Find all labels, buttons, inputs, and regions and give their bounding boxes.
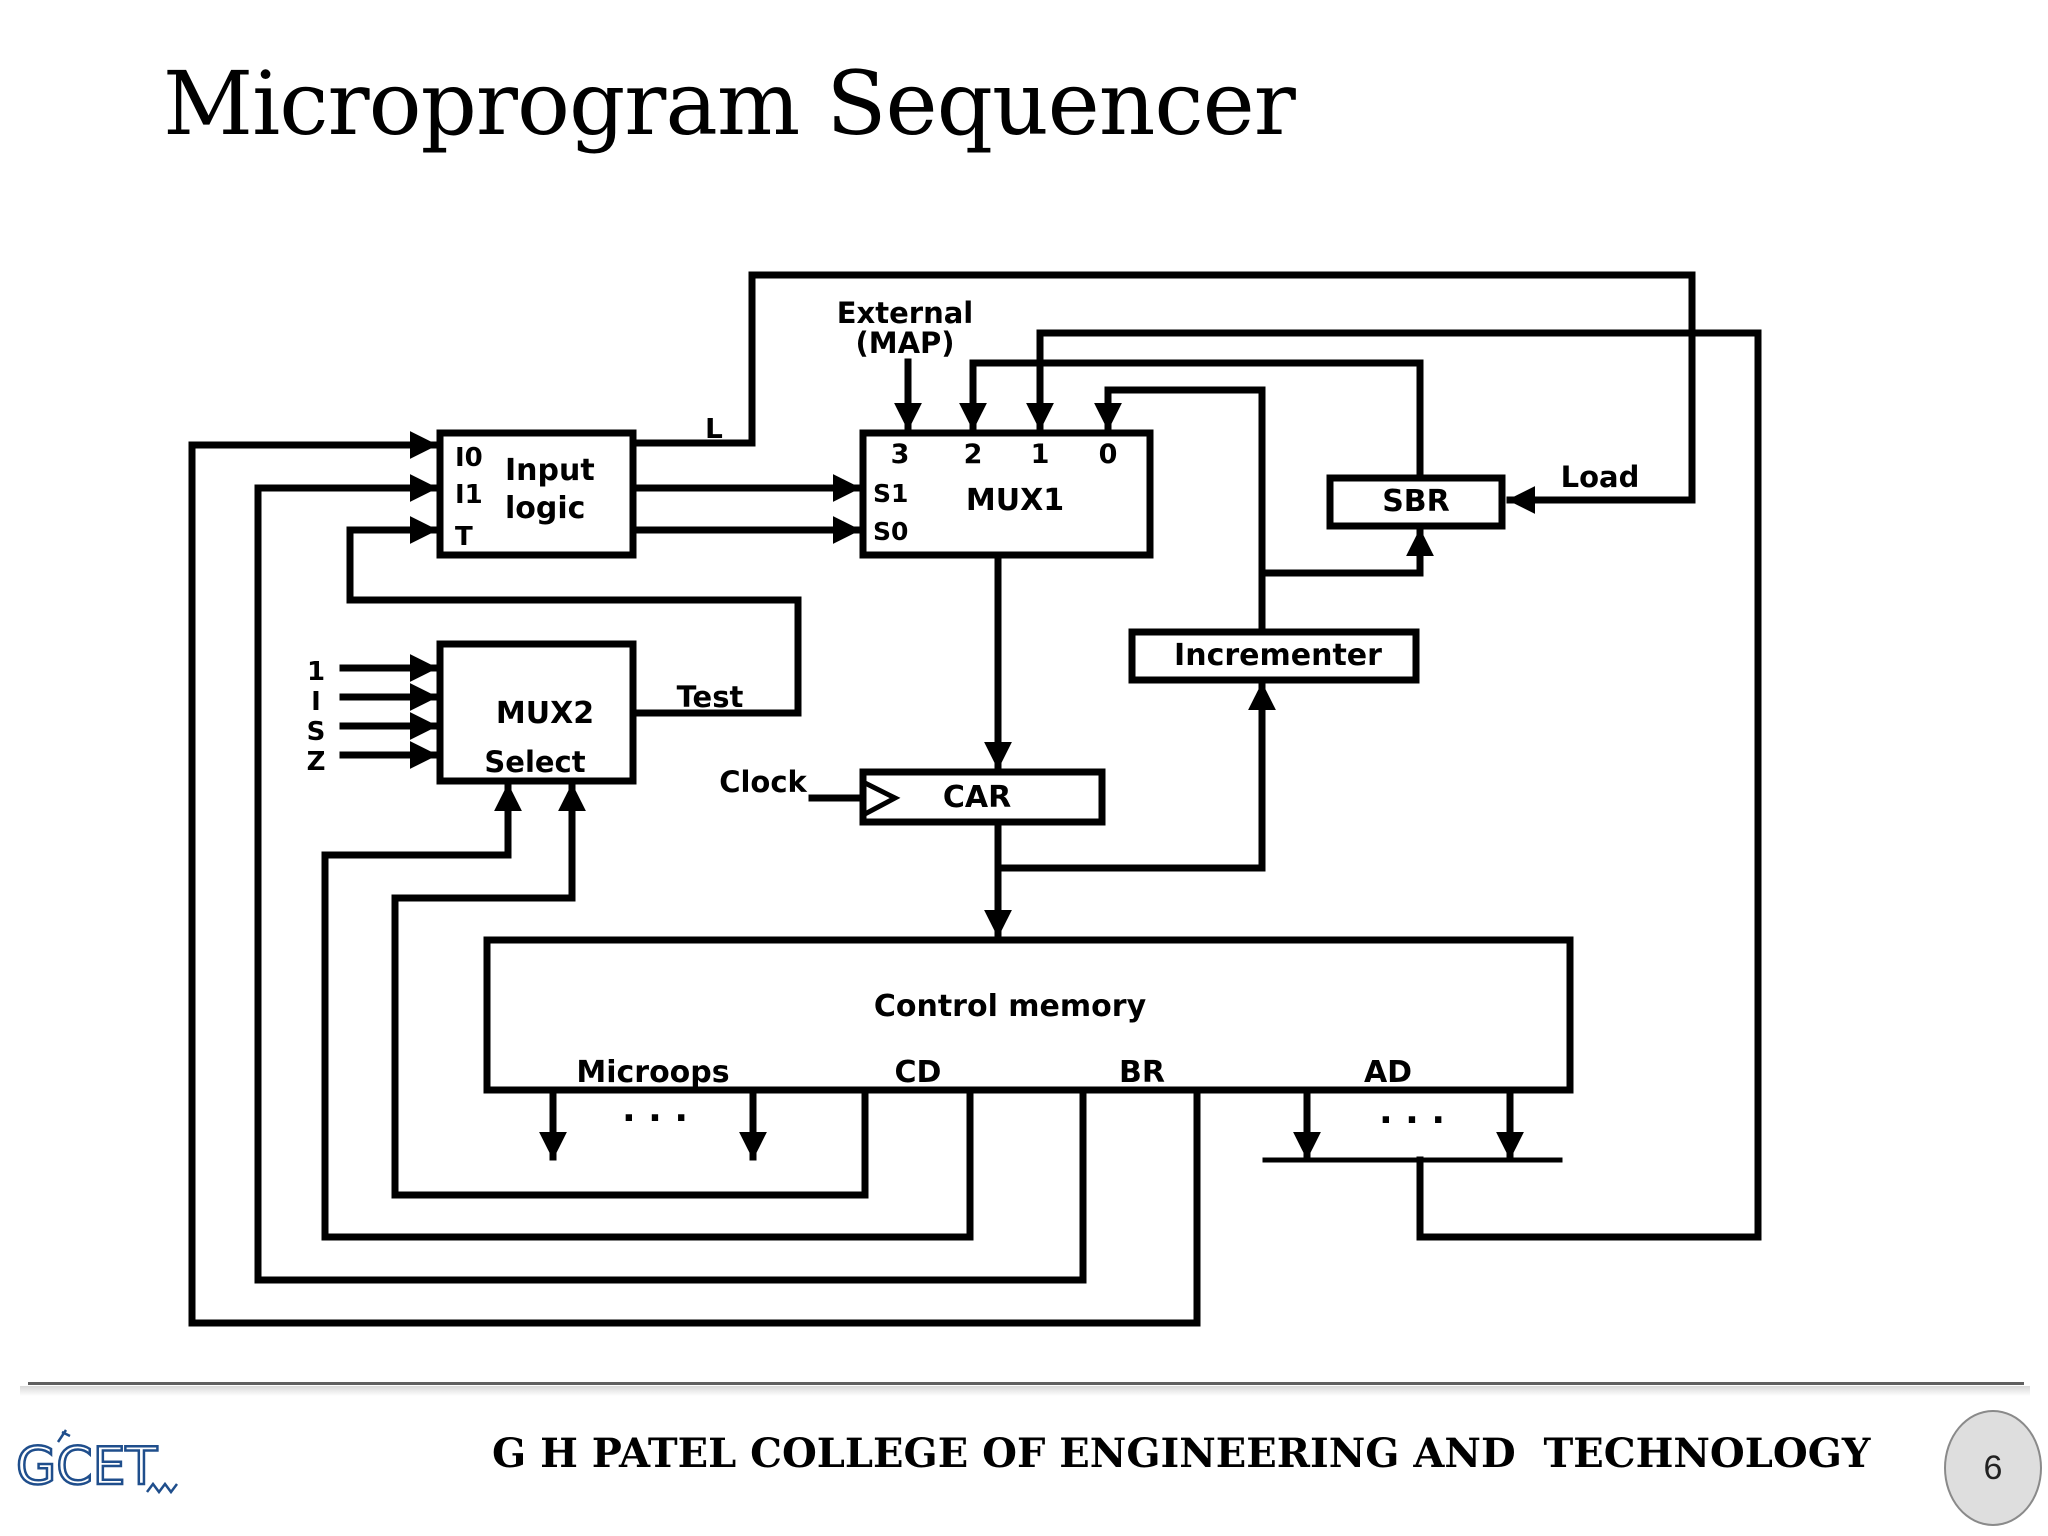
clock-label: Clock — [719, 765, 807, 799]
mux1-block — [859, 429, 1154, 559]
car-label: CAR — [943, 780, 1011, 815]
mux2-input-s-label: S — [307, 717, 326, 747]
car-to-incrementer-wire — [994, 681, 1276, 872]
mux1-s0-label: S0 — [873, 517, 908, 546]
l-to-load-wire — [629, 271, 1696, 514]
load-label: Load — [1561, 460, 1640, 494]
microops-ellipsis: · · · — [622, 1098, 688, 1139]
incrementer-to-mux1-wire — [1094, 386, 1266, 636]
cd-to-mux2-wire-a — [391, 782, 869, 1199]
ad-ellipsis: · · · — [1379, 1100, 1445, 1141]
control-memory-label: Control memory — [874, 989, 1147, 1024]
input-logic-label-1: Input — [505, 453, 595, 488]
footer-college-name: G H PATEL COLLEGE OF ENGINEERING AND TEC… — [492, 1430, 1871, 1477]
clock-triangle — [859, 778, 901, 819]
l-label: L — [705, 412, 723, 445]
t-label: T — [455, 522, 473, 552]
page-number-badge: 6 — [1944, 1410, 2042, 1526]
microops-label: Microops — [576, 1055, 729, 1090]
incrementer-label: Incrementer — [1174, 638, 1382, 673]
cd-to-mux2-wire-b — [321, 782, 974, 1241]
incrementer-to-sbr-wire — [1258, 527, 1434, 577]
logo-text: GCET — [16, 1437, 157, 1497]
mux2-input-z-label: Z — [307, 747, 326, 777]
microprogram-sequencer-diagram: External (MAP) I0 I1 T Input logic L 3 2… — [188, 271, 1762, 1327]
sbr-to-mux1-wire — [959, 359, 1424, 482]
footer-rule — [28, 1382, 2024, 1385]
map-label: (MAP) — [855, 326, 954, 360]
test-label: Test — [677, 680, 744, 714]
i0-label: I0 — [455, 443, 483, 473]
cd-label: CD — [895, 1055, 942, 1090]
footer-shadow — [20, 1386, 2030, 1396]
mux1-in1-label: 1 — [1031, 439, 1050, 470]
mux1-in3-label: 3 — [891, 439, 910, 470]
input-logic-block — [436, 429, 637, 559]
incrementer-block — [1128, 628, 1420, 684]
mux1-in0-label: 0 — [1099, 439, 1118, 470]
mux2-select-label: Select — [484, 745, 585, 779]
mux1-s1-label: S1 — [873, 479, 908, 508]
mux2-input-1-label: 1 — [307, 657, 325, 687]
ad-label: AD — [1364, 1055, 1412, 1090]
mux1-label: MUX1 — [966, 483, 1064, 518]
br-to-i0-wire — [188, 431, 1201, 1327]
control-memory-block — [483, 936, 1574, 1094]
i1-label: I1 — [455, 480, 483, 510]
sbr-label: SBR — [1382, 484, 1450, 519]
br-label: BR — [1119, 1055, 1165, 1090]
mux2-input-i-label: I — [311, 687, 321, 717]
test-to-t-wire — [346, 516, 802, 717]
mux2-label: MUX2 — [496, 696, 594, 731]
external-label: External — [837, 296, 974, 330]
input-logic-label-2: logic — [505, 491, 585, 526]
gcet-logo: GCET — [15, 1429, 178, 1498]
sbr-block — [1326, 474, 1506, 530]
mux1-in2-label: 2 — [964, 439, 983, 470]
ad-to-mux1-wire — [1026, 329, 1762, 1241]
slide-title: Microprogram Sequencer — [163, 52, 1296, 155]
br-to-i1-wire — [254, 474, 1087, 1284]
